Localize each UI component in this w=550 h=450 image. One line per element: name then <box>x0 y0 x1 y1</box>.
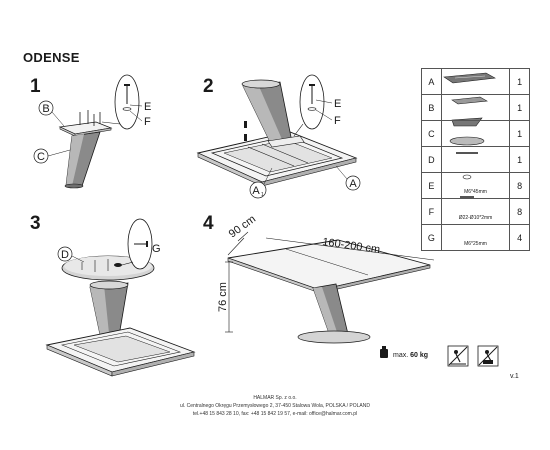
part-spec: M6*25mm <box>464 240 487 247</box>
step-1-illustration: B C E F <box>33 74 151 189</box>
step2-label-e: E <box>334 98 341 110</box>
part-quantity: 1 <box>509 94 530 121</box>
parts-row: E M6*45mm 8 <box>421 172 530 199</box>
weight-icon <box>380 349 388 358</box>
part-quantity: 8 <box>509 198 530 225</box>
step1-label-b: B <box>42 103 49 115</box>
part-image-cell: Ø22-Ø10*2mm <box>440 198 511 225</box>
part-quantity: 8 <box>509 172 530 199</box>
part-image-cell <box>440 146 511 173</box>
part-letter: E <box>421 172 442 199</box>
part-letter: A <box>421 68 442 95</box>
step-number-3: 3 <box>30 213 41 234</box>
footer-company: HALMAR Sp. z o.o. <box>253 395 297 401</box>
part-spec: Ø22-Ø10*2mm <box>458 214 493 221</box>
part-letter: D <box>421 146 442 173</box>
part-letter: C <box>421 120 442 147</box>
max-weight: max. 60 kg <box>393 352 428 359</box>
dimension-width: 90 cm <box>227 213 258 240</box>
part-image-cell <box>440 94 511 121</box>
step1-label-f: F <box>144 116 151 128</box>
max-weight-value: 60 kg <box>410 352 429 359</box>
step3-label-g: G <box>152 243 161 255</box>
step1-label-e: E <box>144 101 151 113</box>
parts-row: F Ø22-Ø10*2mm 8 <box>421 198 530 225</box>
step-number-1: 1 <box>30 76 41 97</box>
part-image-cell: M6*45mm <box>440 172 511 199</box>
step-number-2: 2 <box>203 76 214 97</box>
step2-label-a: A <box>349 178 357 190</box>
footer: HALMAR Sp. z o.o. ul. Centralnego Okręgu… <box>0 394 550 418</box>
page-title: ODENSE <box>23 50 80 65</box>
step-2-illustration: E F A A 1 <box>196 74 361 199</box>
step2-label-a1-subscript: 1 <box>261 192 264 198</box>
part-image-cell: M6*25mm <box>440 224 511 251</box>
step-3-illustration: G D <box>45 218 196 377</box>
step4-base-plate <box>297 330 371 344</box>
part-image-cell <box>440 68 511 95</box>
step-number-4: 4 <box>203 213 214 234</box>
step1-label-c: C <box>37 151 45 163</box>
footer-contact: tel.+48 15 843 28 10, fax: +48 15 842 19… <box>192 411 358 417</box>
dimension-height: 76 cm <box>217 282 229 312</box>
max-weight-label: max. <box>393 352 409 359</box>
step-4-illustration: 90 cm 160-200 cm 76 cm <box>217 213 499 367</box>
part-letter: B <box>421 94 442 121</box>
parts-row: G M6*25mm 4 <box>421 224 530 251</box>
version-label: v.1 <box>510 373 519 380</box>
step2-label-a1: A <box>252 185 260 197</box>
part-image-cell <box>440 120 511 147</box>
part-letter: G <box>421 224 442 251</box>
part-quantity: 1 <box>509 146 530 173</box>
part-quantity: 1 <box>509 68 530 95</box>
step2-label-f: F <box>334 115 341 127</box>
part-letter: F <box>421 198 442 225</box>
step3-label-d: D <box>61 249 69 261</box>
part-quantity: 1 <box>509 120 530 147</box>
part-quantity: 4 <box>509 224 530 251</box>
part-spec: M6*45mm <box>464 188 487 195</box>
footer-address: ul. Centralnego Okręgu Przemysłowego 2, … <box>179 403 370 409</box>
